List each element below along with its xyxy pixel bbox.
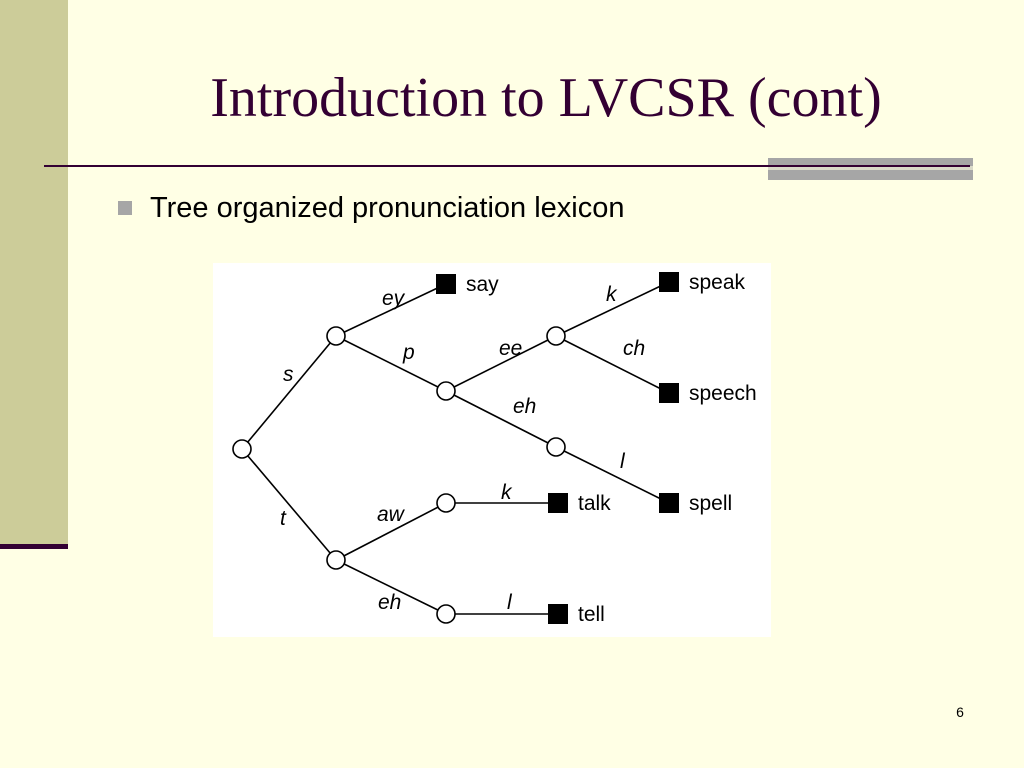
tree-edge-ee-speak — [555, 281, 670, 337]
phone-label-s-p: p — [402, 341, 415, 364]
word-label-speech: speech — [689, 382, 757, 405]
word-end-node-speak — [659, 272, 679, 292]
phone-label-t-eh2: eh — [378, 591, 401, 614]
state-node-eh2 — [436, 604, 456, 624]
phone-label-aw-talk: k — [501, 481, 513, 504]
tree-edge-s-p — [335, 335, 447, 392]
bullet-item: Tree organized pronunciation lexicon — [118, 190, 625, 226]
state-node-p — [436, 381, 456, 401]
lexicon-tree-diagram: s t ey p ee eh k ch l aw eh k l say speak speech spell ta… — [213, 263, 771, 637]
tree-edge-t-eh2 — [335, 559, 447, 615]
word-label-talk: talk — [578, 492, 611, 515]
word-label-say: say — [466, 273, 499, 296]
tree-edge-eh1-spell — [555, 446, 670, 504]
word-label-tell: tell — [578, 603, 605, 626]
word-label-spell: spell — [689, 492, 732, 515]
lexicon-tree-svg: s t ey p ee eh k ch l aw eh k l say speak speech spell ta… — [232, 271, 757, 626]
square-bullet-icon — [118, 201, 132, 215]
tree-edge-root-s — [241, 335, 337, 450]
state-node-s — [326, 326, 346, 346]
phone-label-root-t: t — [280, 507, 287, 530]
phone-label-root-s: s — [283, 363, 294, 386]
title-accent-bar-stripe — [768, 166, 973, 170]
state-node-root — [232, 439, 252, 459]
state-node-t — [326, 550, 346, 570]
state-node-aw — [436, 493, 456, 513]
phone-label-ee-speak: k — [606, 283, 618, 306]
phone-label-eh1-spell: l — [620, 450, 626, 473]
phone-label-ee-speech: ch — [623, 337, 645, 360]
phone-label-eh2-tell: l — [507, 591, 513, 614]
page-number: 6 — [956, 704, 964, 720]
word-end-node-say — [436, 274, 456, 294]
phone-label-s-say: ey — [382, 287, 406, 310]
phone-label-t-aw: aw — [377, 503, 406, 526]
side-band-accent-line — [0, 544, 68, 549]
title-divider — [44, 165, 970, 167]
word-end-node-tell — [548, 604, 568, 624]
word-end-node-speech — [659, 383, 679, 403]
side-band — [0, 0, 68, 547]
word-label-speak: speak — [689, 271, 746, 294]
state-node-ee — [546, 326, 566, 346]
phone-label-p-eh1: eh — [513, 395, 536, 418]
word-end-node-spell — [659, 493, 679, 513]
tree-edge-root-t — [241, 448, 337, 561]
slide-title: Introduction to LVCSR (cont) — [210, 67, 882, 129]
state-node-eh1 — [546, 437, 566, 457]
tree-edge-s-say — [335, 283, 447, 337]
tree-edge-t-aw — [335, 502, 447, 561]
word-end-node-talk — [548, 493, 568, 513]
tree-edge-ee-speech — [555, 335, 670, 394]
phone-label-p-ee: ee — [499, 337, 522, 360]
tree-edge-p-ee — [445, 335, 557, 392]
tree-edge-p-eh1 — [445, 390, 557, 448]
bullet-text: Tree organized pronunciation lexicon — [150, 191, 625, 224]
